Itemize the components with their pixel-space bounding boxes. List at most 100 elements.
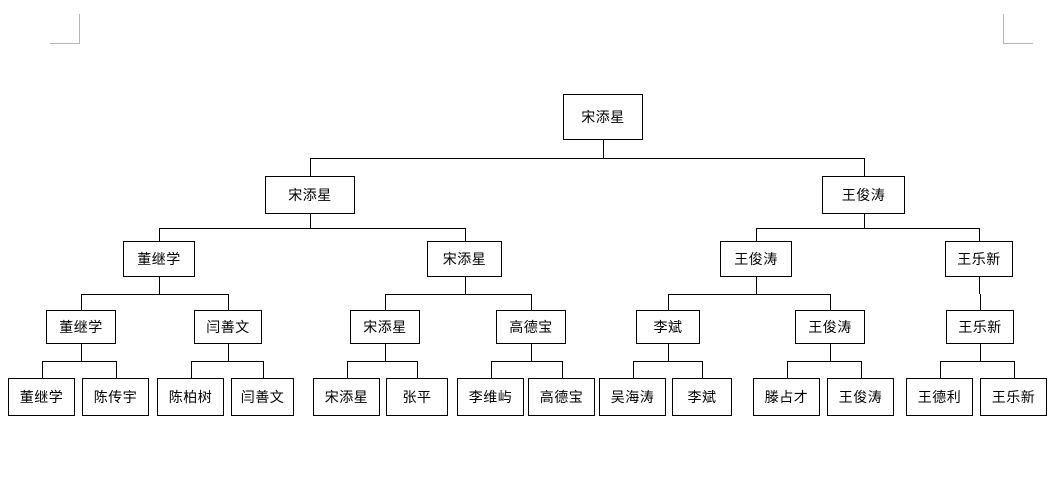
connector-drop [491,361,492,378]
tree-node-root[interactable]: 宋添星 [563,94,643,140]
tree-node-label: 王德利 [917,389,962,405]
tree-node-label: 李斌 [653,319,683,335]
tree-node[interactable]: 王俊涛 [795,310,865,344]
connector-drop [228,294,229,310]
connector-stem [603,140,604,158]
connector-bus [347,361,418,362]
tree-node-leaf[interactable]: 滕占才 [753,378,820,416]
connector-bus [385,294,531,295]
connector-drop [562,361,563,378]
tree-node-label: 王俊涛 [838,389,883,405]
tree-node-leaf[interactable]: 宋添星 [313,378,380,416]
page-corner-mark-top-left [50,14,80,44]
tree-node-label: 宋添星 [324,389,369,405]
tree-node[interactable]: 王俊涛 [822,176,905,214]
connector-stem [159,277,160,294]
page-corner-mark-top-right [1003,14,1033,44]
tree-node-label: 李维屿 [468,389,513,405]
connector-stem [668,344,669,361]
connector-drop [940,361,941,378]
connector-drop [980,294,981,310]
tree-node-leaf[interactable]: 闫善文 [231,378,294,416]
tree-node-leaf[interactable]: 高德宝 [528,378,595,416]
tree-node-label: 宋添星 [442,251,487,267]
tree-node-label: 闫善文 [206,319,250,335]
connector-drop [531,294,532,310]
connector-stem [531,344,532,361]
connector-bus [81,294,228,295]
connector-drop [787,361,788,378]
connector-drop [633,361,634,378]
connector-bus [787,361,861,362]
tree-node[interactable]: 宋添星 [265,176,355,214]
tree-node-leaf[interactable]: 张平 [386,378,448,416]
connector-bus [668,294,830,295]
tree-node[interactable]: 高德宝 [496,310,566,344]
connector-stem [228,344,229,361]
connector-bus [756,228,979,229]
tree-node-label: 宋添星 [581,109,625,125]
tree-node-label: 王乐新 [958,319,1002,335]
connector-stem [830,344,831,361]
connector-stem [465,277,466,294]
connector-drop [159,228,160,241]
connector-bus [191,361,263,362]
tree-node-label: 张平 [402,389,432,405]
tree-node-label: 宋添星 [288,187,332,203]
tree-node-label: 李斌 [687,389,717,405]
tree-node[interactable]: 李斌 [636,310,700,344]
tree-node[interactable]: 董继学 [123,241,195,277]
tree-node-leaf[interactable]: 李斌 [672,378,732,416]
connector-stem [385,344,386,361]
tree-node-label: 王俊涛 [734,251,778,267]
tree-node[interactable]: 宋添星 [350,310,420,344]
tree-node-label: 宋添星 [363,319,407,335]
tree-node-label: 董继学 [59,319,103,335]
connector-drop [191,361,192,378]
tree-node[interactable]: 董继学 [46,310,116,344]
tree-node-leaf[interactable]: 陈传宇 [82,378,149,416]
connector-drop [864,158,865,176]
tree-node[interactable]: 闫善文 [194,310,262,344]
tree-node[interactable]: 王俊涛 [720,241,792,277]
tree-node-leaf[interactable]: 王德利 [906,378,973,416]
connector-stem [310,214,311,228]
connector-bus [633,361,703,362]
connector-drop [263,361,264,378]
connector-drop [385,294,386,310]
connector-drop [756,228,757,241]
tree-node-label: 吴海涛 [610,389,655,405]
connector-drop [979,228,980,241]
tree-node-leaf[interactable]: 王乐新 [980,378,1047,416]
tree-node[interactable]: 王乐新 [945,241,1013,277]
connector-bus [159,228,465,229]
tree-node-label: 高德宝 [539,389,584,405]
tree-node-label: 王乐新 [991,389,1036,405]
tree-node-label: 高德宝 [509,319,553,335]
tree-node-leaf[interactable]: 李维屿 [457,378,524,416]
connector-drop [830,294,831,310]
connector-stem [756,277,757,294]
tree-node-label: 王俊涛 [808,319,852,335]
connector-drop [1014,361,1015,378]
connector-drop [310,158,311,176]
tree-node-leaf[interactable]: 董继学 [8,378,75,416]
connector-drop [417,361,418,378]
connector-bus [42,361,116,362]
tree-node-label: 王俊涛 [841,187,886,203]
tree-node-leaf[interactable]: 王俊涛 [827,378,894,416]
connector-drop [702,361,703,378]
tree-node-label: 陈柏树 [168,389,213,405]
tree-node-label: 董继学 [137,251,181,267]
connector-drop [465,228,466,241]
connector-stem [864,214,865,228]
tree-node-label: 滕占才 [764,389,809,405]
connector-stem [81,344,82,361]
tree-node-leaf[interactable]: 陈柏树 [157,378,224,416]
tree-node[interactable]: 宋添星 [427,241,502,277]
tree-node-label: 陈传宇 [93,389,138,405]
tree-node-leaf[interactable]: 吴海涛 [599,378,666,416]
connector-drop [42,361,43,378]
tree-node[interactable]: 王乐新 [946,310,1014,344]
